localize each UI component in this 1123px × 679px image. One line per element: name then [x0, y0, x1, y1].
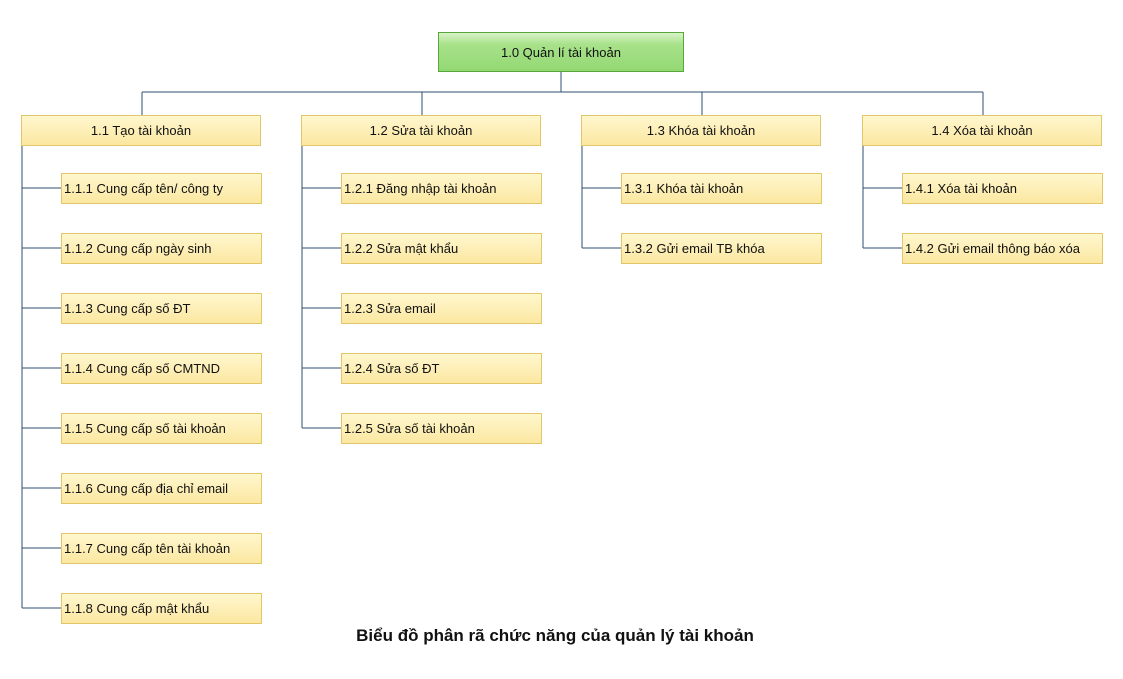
child-node-label: 1.1.6 Cung cấp địa chỉ email — [64, 481, 229, 496]
child-node-label: 1.2.5 Sửa số tài khoản — [344, 421, 475, 436]
child-node: 1.2.1 Đăng nhập tài khoản — [341, 173, 542, 204]
diagram-caption: Biểu đồ phân rã chức năng của quản lý tà… — [356, 626, 754, 645]
child-node: 1.3.2 Gửi email TB khóa — [621, 233, 822, 264]
child-node: 1.2.3 Sửa email — [341, 293, 542, 324]
child-node-label: 1.2.3 Sửa email — [344, 301, 436, 316]
branch-node: 1.4 Xóa tài khoản — [862, 115, 1102, 146]
child-node-label: 1.1.1 Cung cấp tên/ công ty — [64, 181, 223, 196]
child-node-label: 1.1.7 Cung cấp tên tài khoản — [64, 541, 231, 556]
child-node: 1.2.4 Sửa số ĐT — [341, 353, 542, 384]
child-node: 1.1.8 Cung cấp mật khẩu — [61, 593, 262, 624]
child-node-label: 1.2.1 Đăng nhập tài khoản — [344, 181, 497, 196]
child-node-label: 1.2.4 Sửa số ĐT — [344, 361, 440, 376]
child-node-label: 1.1.8 Cung cấp mật khẩu — [64, 601, 210, 616]
branch-node-label: 1.2 Sửa tài khoản — [369, 123, 473, 138]
child-node-label: 1.3.2 Gửi email TB khóa — [624, 241, 765, 256]
child-node-label: 1.4.1 Xóa tài khoản — [905, 181, 1018, 196]
branch-node-label: 1.1 Tạo tài khoản — [90, 123, 192, 138]
branch-node-label: 1.4 Xóa tài khoản — [931, 123, 1033, 138]
child-node: 1.1.2 Cung cấp ngày sinh — [61, 233, 262, 264]
child-node: 1.4.2 Gửi email thông báo xóa — [902, 233, 1103, 264]
branch-node-label: 1.3 Khóa tài khoản — [646, 123, 756, 138]
child-node-label: 1.4.2 Gửi email thông báo xóa — [905, 241, 1080, 256]
child-node: 1.4.1 Xóa tài khoản — [902, 173, 1103, 204]
child-node-label: 1.1.4 Cung cấp số CMTND — [64, 361, 221, 376]
child-node: 1.2.5 Sửa số tài khoản — [341, 413, 542, 444]
child-node-label: 1.1.2 Cung cấp ngày sinh — [64, 241, 212, 256]
root-node-label: 1.0 Quản lí tài khoản — [501, 44, 621, 60]
child-node: 1.1.3 Cung cấp số ĐT — [61, 293, 262, 324]
branch-node: 1.2 Sửa tài khoản — [301, 115, 541, 146]
child-node: 1.3.1 Khóa tài khoản — [621, 173, 822, 204]
child-node-label: 1.3.1 Khóa tài khoản — [624, 181, 744, 196]
child-node-label: 1.1.5 Cung cấp số tài khoản — [64, 421, 226, 436]
child-node-label: 1.2.2 Sửa mật khẩu — [344, 241, 459, 256]
root-node: 1.0 Quản lí tài khoản — [438, 32, 684, 72]
child-node: 1.1.4 Cung cấp số CMTND — [61, 353, 262, 384]
child-node: 1.2.2 Sửa mật khẩu — [341, 233, 542, 264]
branch-node: 1.3 Khóa tài khoản — [581, 115, 821, 146]
child-node: 1.1.7 Cung cấp tên tài khoản — [61, 533, 262, 564]
child-node: 1.1.5 Cung cấp số tài khoản — [61, 413, 262, 444]
branch-node: 1.1 Tạo tài khoản — [21, 115, 261, 146]
child-node: 1.1.1 Cung cấp tên/ công ty — [61, 173, 262, 204]
child-node: 1.1.6 Cung cấp địa chỉ email — [61, 473, 262, 504]
child-node-label: 1.1.3 Cung cấp số ĐT — [64, 301, 191, 316]
